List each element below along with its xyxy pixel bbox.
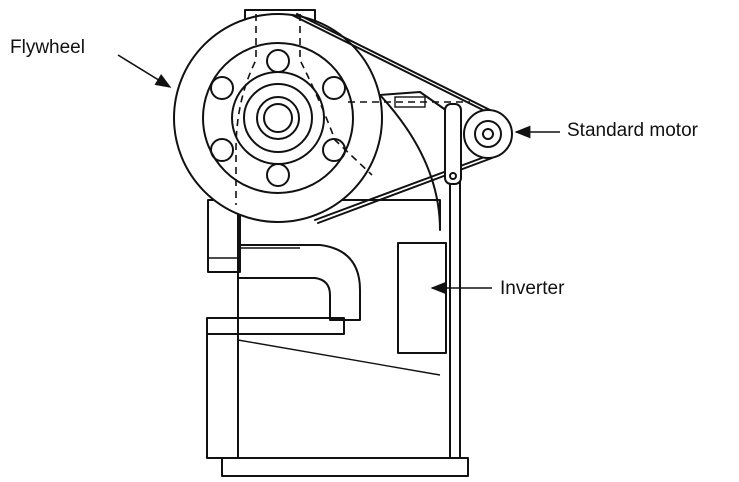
inverter-box [397, 242, 447, 354]
c-frame-throat [237, 244, 361, 321]
flywheel [173, 13, 470, 223]
base-plate [221, 457, 469, 477]
standard-motor [444, 103, 513, 185]
frame-shadow-line [237, 339, 441, 376]
flywheel-label: Flywheel [10, 37, 85, 58]
standard-motor-label: Standard motor [567, 120, 698, 141]
top-housing [244, 9, 316, 26]
bolster-support [206, 333, 239, 459]
drive-belt-top [291, 14, 488, 113]
work-bolster [206, 317, 345, 335]
inverter-label: Inverter [500, 278, 565, 299]
connecting-rod [394, 96, 426, 108]
machine-frame [237, 91, 461, 459]
flywheel-callout-arrow [117, 54, 172, 88]
